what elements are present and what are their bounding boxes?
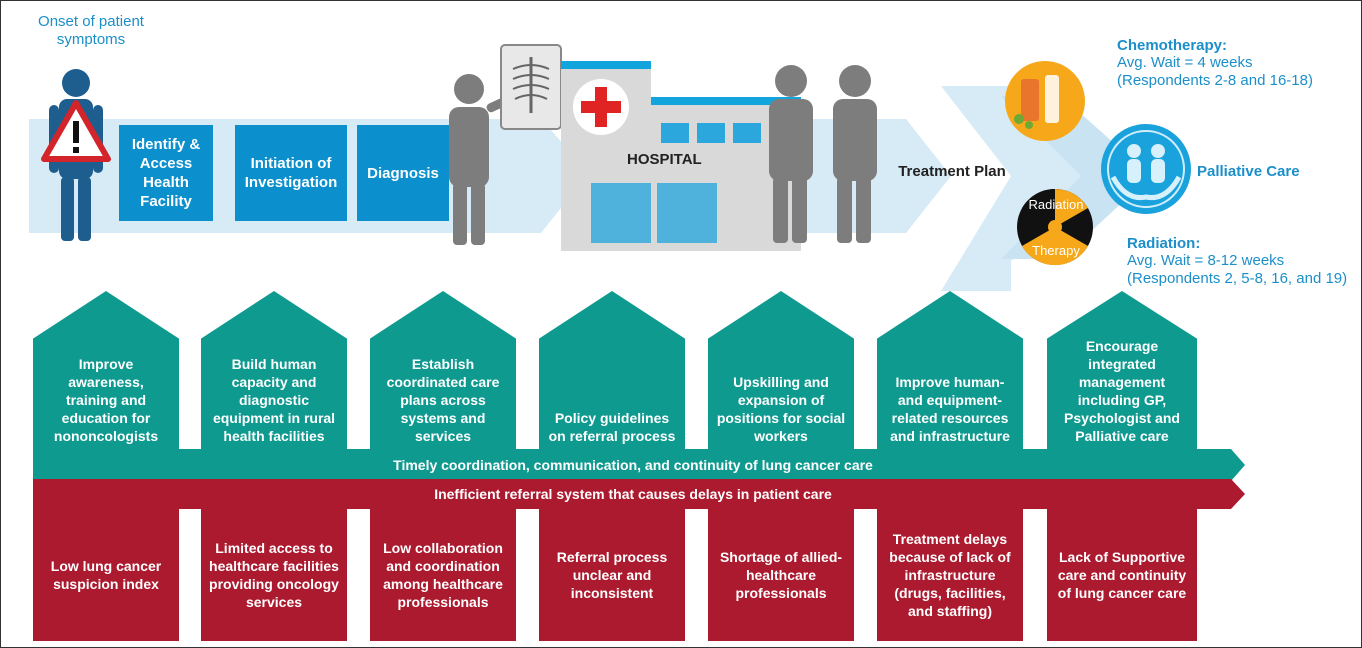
barrier-band-arrow xyxy=(33,479,1245,509)
chemotherapy-wait: Avg. Wait = 4 weeks xyxy=(1117,54,1253,71)
solution-box: Improve human- and equipment-related res… xyxy=(877,291,1023,461)
radiation-title: Radiation: xyxy=(1127,235,1201,252)
solution-box: Improve awareness, training and educatio… xyxy=(33,291,179,461)
chemotherapy-title: Chemotherapy: xyxy=(1117,37,1228,54)
barrier-gap xyxy=(347,509,370,647)
radiation-icon-bottom-label: Therapy xyxy=(1032,243,1080,258)
barrier-box: Low lung cancer suspicion index xyxy=(33,509,179,641)
solution-box: Upskilling and expansion of positions fo… xyxy=(708,291,854,461)
step-initiation-investigation: Initiation of Investigation xyxy=(235,125,347,221)
barrier-box: Treatment delays because of lack of infr… xyxy=(877,509,1023,641)
palliative-care-label: Palliative Care xyxy=(1197,163,1300,180)
solution-box: Encourage integrated management includin… xyxy=(1047,291,1197,461)
barrier-gap xyxy=(854,509,877,647)
treatment-plan-label: Treatment Plan xyxy=(898,163,1006,180)
solution-box: Establish coordinated care plans across … xyxy=(370,291,516,461)
doctor-icon xyxy=(449,74,519,245)
pathway-arrow-3 xyxy=(941,86,1101,291)
barrier-gap xyxy=(516,509,539,647)
chemotherapy-icon xyxy=(1005,61,1085,141)
barrier-box: Lack of Supportive care and continuity o… xyxy=(1047,509,1197,641)
radiation-wait: Avg. Wait = 8-12 weeks xyxy=(1127,252,1285,269)
barrier-gap xyxy=(1197,509,1237,647)
doctor-pair-icon xyxy=(769,65,877,243)
hospital-sign: HOSPITAL xyxy=(627,151,702,168)
barrier-box: Limited access to healthcare facilities … xyxy=(201,509,347,641)
barrier-gap xyxy=(179,509,201,647)
chemotherapy-respondents: (Respondents 2-8 and 16-18) xyxy=(1117,72,1313,89)
step-identify-access: Identify & Access Health Facility xyxy=(119,125,213,221)
onset-label: Onset of patient symptoms xyxy=(38,13,144,48)
barrier-box: Low collaboration and coordination among… xyxy=(370,509,516,641)
barrier-gap xyxy=(685,509,708,647)
solution-band-arrow xyxy=(33,449,1245,481)
chemotherapy-info: Chemotherapy: Avg. Wait = 4 weeks (Respo… xyxy=(1117,37,1357,90)
barrier-band-label: Inefficient referral system that causes … xyxy=(434,486,832,502)
barrier-box: Referral process unclear and inconsisten… xyxy=(539,509,685,641)
palliative-care-icon xyxy=(1101,124,1191,214)
radiation-respondents: (Respondents 2, 5-8, 16, and 19) xyxy=(1127,270,1348,287)
solution-box: Build human capacity and diagnostic equi… xyxy=(201,291,347,461)
radiation-icon xyxy=(1017,188,1093,266)
step-diagnosis: Diagnosis xyxy=(357,125,449,221)
radiation-icon-top-label: Radiation xyxy=(1028,197,1084,212)
barrier-gap xyxy=(1023,509,1047,647)
xray-icon xyxy=(500,44,562,130)
solution-band-label: Timely coordination, communication, and … xyxy=(393,457,873,473)
barrier-box: Shortage of allied-healthcare profession… xyxy=(708,509,854,641)
solution-box: Policy guidelines on referral process xyxy=(539,291,685,461)
radiation-info: Radiation: Avg. Wait = 8-12 weeks (Respo… xyxy=(1127,235,1359,288)
warning-icon xyxy=(41,100,111,162)
